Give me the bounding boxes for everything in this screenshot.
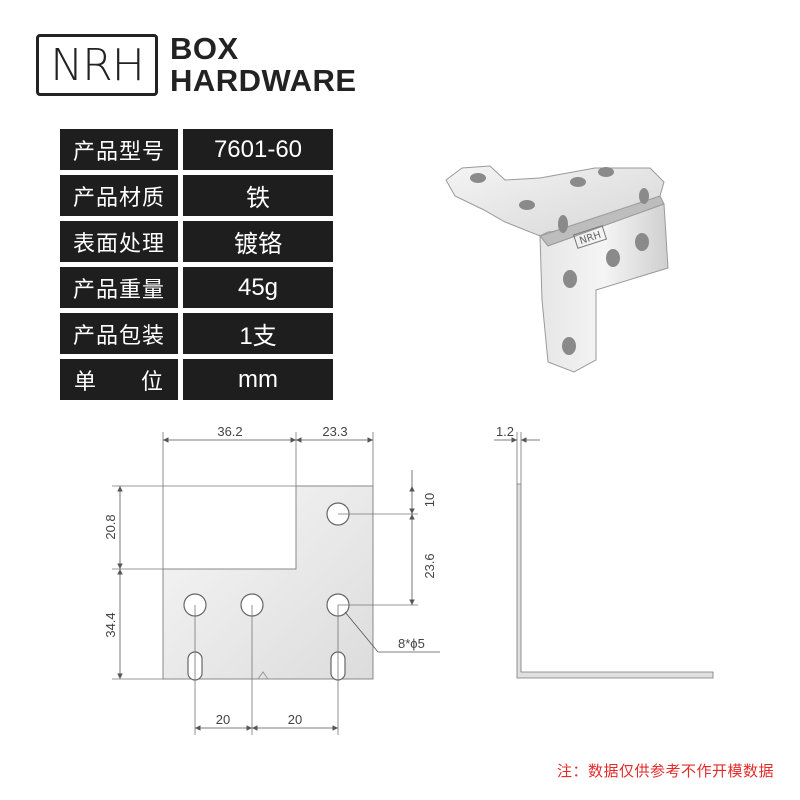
hole-callout-leader bbox=[344, 611, 440, 653]
spec-row-model: 产品型号 7601-60 bbox=[60, 129, 333, 170]
brand-logo-mark: NRH bbox=[36, 34, 158, 96]
dim-top-hole: 10 bbox=[422, 493, 437, 507]
dim-bottom-right: 20 bbox=[288, 712, 302, 727]
disclaimer-note: 注：数据仅供参考不作开模数据 bbox=[556, 762, 774, 780]
spec-value: 7601-60 bbox=[183, 129, 333, 170]
spec-value: 1支 bbox=[183, 313, 333, 354]
spec-row-weight: 产品重量 45g bbox=[60, 267, 333, 308]
bracket-hole bbox=[606, 249, 620, 267]
bracket-hole bbox=[639, 188, 649, 204]
dim-hole-spacing: 23.6 bbox=[422, 553, 437, 578]
bracket-hole bbox=[470, 173, 486, 183]
spec-value: 45g bbox=[183, 267, 333, 308]
spec-key: 单 位 bbox=[60, 359, 178, 400]
spec-value: 铁 bbox=[183, 175, 333, 216]
bracket-engraving: NRH bbox=[572, 225, 608, 249]
spec-key: 产品材质 bbox=[60, 175, 178, 216]
spec-row-finish: 表面处理 镀铬 bbox=[60, 221, 333, 262]
spec-table: 产品型号 7601-60 产品材质 铁 表面处理 镀铬 产品重量 45g 产品包… bbox=[60, 129, 333, 405]
dim-left-upper: 20.8 bbox=[103, 514, 118, 539]
spec-value: mm bbox=[183, 359, 333, 400]
bracket-hole bbox=[570, 177, 586, 187]
spec-row-packaging: 产品包装 1支 bbox=[60, 313, 333, 354]
bracket-hole bbox=[519, 200, 535, 210]
logo-mark-text: NRH bbox=[50, 39, 145, 91]
dim-width-right: 23.3 bbox=[322, 424, 347, 439]
spec-key-char: 单 bbox=[74, 369, 98, 395]
dim-thickness: 1.2 bbox=[496, 424, 514, 439]
spec-key: 产品型号 bbox=[60, 129, 178, 170]
bracket-hole bbox=[558, 215, 568, 233]
spec-key: 表面处理 bbox=[60, 221, 178, 262]
spec-key: 产品包装 bbox=[60, 313, 178, 354]
logo-line-box: BOX bbox=[170, 31, 239, 66]
dim-width-left: 36.2 bbox=[217, 424, 242, 439]
side-profile bbox=[516, 483, 714, 679]
spec-row-material: 产品材质 铁 bbox=[60, 175, 333, 216]
bracket-hole bbox=[598, 167, 614, 177]
spec-key: 产品重量 bbox=[60, 267, 178, 308]
hole-callout: 8*ϕ5 bbox=[398, 636, 425, 651]
dim-bottom-left: 20 bbox=[216, 712, 230, 727]
spec-value: 镀铬 bbox=[183, 221, 333, 262]
logo-line-hardware: HARDWARE bbox=[170, 63, 357, 98]
bracket-hole bbox=[635, 233, 649, 251]
dim-left-lower: 34.4 bbox=[103, 612, 118, 637]
bracket-hole bbox=[563, 270, 577, 288]
spec-row-unit: 单 位 mm bbox=[60, 359, 333, 400]
bracket-hole bbox=[562, 337, 576, 355]
spec-key-char: 位 bbox=[140, 369, 164, 395]
